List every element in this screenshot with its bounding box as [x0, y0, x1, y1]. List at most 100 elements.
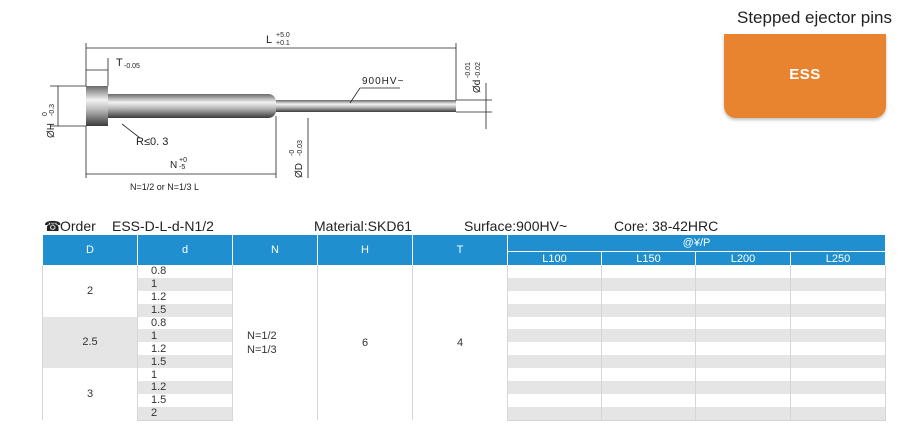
price-cell	[695, 393, 791, 407]
d-tol-lower: -0.02	[475, 62, 482, 78]
table-row: 1	[43, 277, 886, 291]
price-cell	[601, 290, 696, 304]
table-row: 1.5	[43, 355, 886, 369]
table-row: 2 0.8 N=1/2 N=1/3 6 4	[42, 265, 886, 421]
price-cell	[790, 342, 886, 356]
d-value: 1.2	[137, 290, 233, 304]
D-tol-upper: -0	[289, 150, 296, 156]
n-tol-upper: +0	[179, 157, 187, 164]
D-value: 3	[42, 368, 138, 421]
page-title: Stepped ejector pins	[737, 8, 892, 27]
table-row: 1.2	[43, 290, 886, 304]
table-row: 2	[43, 406, 886, 421]
N-value: N=1/3	[247, 343, 277, 356]
n-label: N	[170, 160, 177, 171]
dimension-lines	[50, 43, 492, 178]
price-cell	[790, 368, 886, 382]
h-tol-lower: -0.3	[49, 104, 56, 116]
pin-diagram: L +5.0 +0.1 T -0.05 900HV~ Ød -0.01 -0.0…	[42, 32, 492, 192]
N-value: N=1/2	[247, 329, 277, 342]
d-value: 1.5	[137, 303, 233, 317]
col-header-L150: L150	[601, 251, 696, 265]
col-header-D: D	[42, 235, 138, 265]
price-cell	[601, 342, 696, 356]
l-label: L	[266, 34, 272, 46]
col-header-L100: L100	[507, 251, 602, 265]
price-cell	[507, 355, 602, 369]
d-tol-upper: -0.01	[465, 62, 472, 78]
price-cell	[790, 316, 886, 330]
price-cell	[790, 265, 886, 278]
price-cell	[601, 303, 696, 317]
d-value: 1.2	[137, 381, 233, 394]
D-value: 2.5	[42, 316, 138, 369]
price-cell	[695, 368, 791, 382]
order-code: ESS-D-L-d-N1/2	[112, 218, 214, 234]
T-value: 4	[412, 265, 508, 421]
price-cell	[790, 303, 886, 317]
H-value: 6	[317, 265, 413, 421]
table-row: 1.5	[43, 393, 886, 407]
series-tab-label: ESS	[789, 66, 821, 83]
price-cell	[507, 406, 602, 421]
price-cell	[601, 393, 696, 407]
price-cell	[601, 368, 696, 382]
col-header-L200: L200	[695, 251, 791, 265]
h-tol-upper: 0	[42, 112, 49, 116]
price-cell	[695, 277, 791, 291]
col-header-price: @¥/P	[507, 235, 886, 252]
price-cell	[790, 290, 886, 304]
price-cell	[601, 277, 696, 291]
price-cell	[601, 406, 696, 421]
d-value: 0.8	[137, 265, 233, 278]
d-label: Ød	[472, 80, 483, 93]
table-row: 1.2	[43, 342, 886, 356]
d-value: 1	[137, 277, 233, 291]
price-cell	[695, 342, 791, 356]
col-header-T: T	[412, 235, 508, 265]
table-row: 1.5	[43, 303, 886, 317]
col-header-L250: L250	[790, 251, 886, 265]
price-cell	[507, 290, 602, 304]
table-row: 1.2	[43, 381, 886, 394]
col-header-H: H	[317, 235, 413, 265]
d-value: 1	[137, 368, 233, 382]
price-cell	[507, 277, 602, 291]
col-header-N: N	[232, 235, 318, 265]
price-cell	[507, 342, 602, 356]
d-value: 1.5	[137, 393, 233, 407]
pin-body	[86, 86, 456, 126]
price-cell	[790, 329, 886, 343]
price-cell	[695, 406, 791, 421]
price-cell	[507, 381, 602, 394]
D-label: ØD	[294, 163, 305, 178]
price-cell	[601, 329, 696, 343]
price-cell	[601, 355, 696, 369]
core: Core: 38-42HRC	[614, 218, 719, 234]
D-value: 2	[42, 265, 138, 317]
d-value: 2	[137, 406, 233, 421]
t-tol: -0.05	[124, 63, 140, 70]
radius-label: R≤0. 3	[136, 136, 168, 148]
l-tol-upper: +5.0	[276, 32, 290, 39]
price-cell	[507, 303, 602, 317]
n-note: N=1/2 or N=1/3 L	[130, 182, 199, 192]
price-cell	[695, 381, 791, 394]
price-cell	[790, 406, 886, 421]
d-value: 1.5	[137, 355, 233, 369]
l-tol-lower: +0.1	[276, 40, 290, 47]
d-value: 1.2	[137, 342, 233, 356]
price-cell	[601, 265, 696, 278]
n-tol-lower: -5	[179, 164, 185, 171]
order-label: Order	[60, 218, 96, 234]
t-label: T	[116, 57, 123, 69]
spec-table: D d N H T @¥/P L100 L150 L200 L250 2 0.8…	[42, 235, 886, 421]
price-cell	[507, 329, 602, 343]
price-cell	[790, 381, 886, 394]
price-cell	[790, 277, 886, 291]
price-cell	[695, 329, 791, 343]
price-cell	[695, 355, 791, 369]
d-value: 1	[137, 329, 233, 343]
material: Material:SKD61	[314, 218, 413, 234]
price-cell	[601, 381, 696, 394]
